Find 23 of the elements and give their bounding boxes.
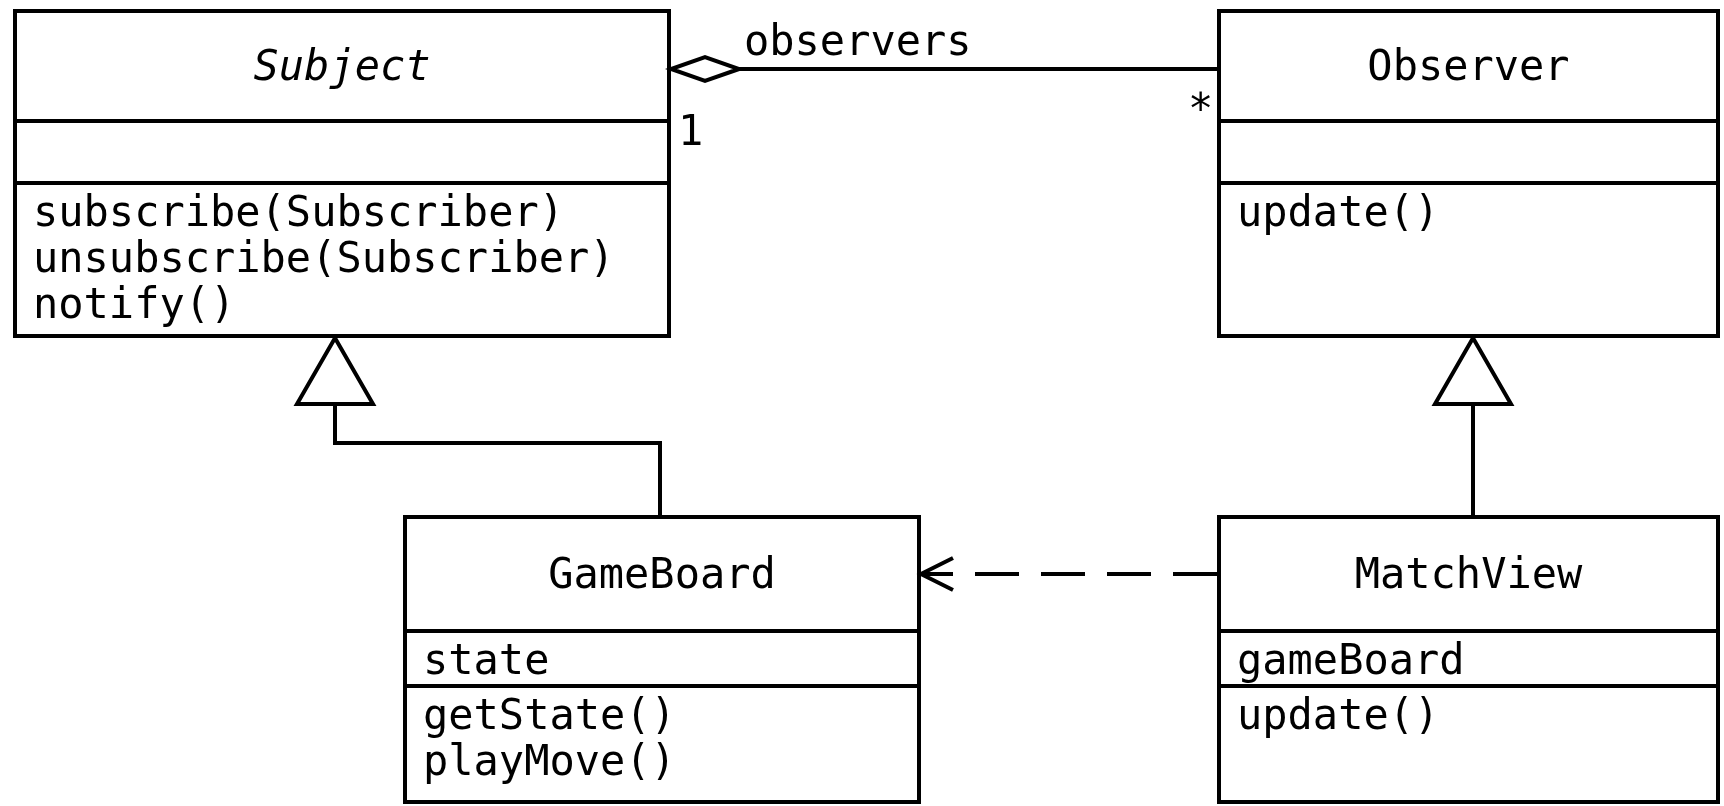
method-text: unsubscribe(Subscriber) bbox=[33, 235, 615, 281]
attribute-text: gameBoard bbox=[1237, 637, 1465, 683]
method-text: notify() bbox=[33, 281, 236, 327]
method-text: update() bbox=[1237, 692, 1440, 738]
multiplicity-label: 1 bbox=[677, 108, 705, 154]
method-text: subscribe(Subscriber) bbox=[33, 189, 564, 235]
dependency-arrow bbox=[919, 556, 1217, 592]
class-box bbox=[1217, 9, 1720, 338]
class-box bbox=[403, 515, 921, 804]
class-name: GameBoard bbox=[548, 550, 776, 598]
class-box bbox=[13, 9, 671, 338]
inheritance-arrow bbox=[1433, 336, 1513, 515]
class-name: MatchView bbox=[1354, 550, 1583, 598]
method-text: update() bbox=[1237, 189, 1440, 235]
method-text: playMove() bbox=[423, 738, 676, 784]
class-box bbox=[1217, 515, 1720, 804]
inheritance-arrow bbox=[295, 336, 662, 515]
attribute-text: state bbox=[423, 637, 550, 683]
multiplicity-label: * bbox=[1187, 86, 1215, 132]
class-name: Observer bbox=[1367, 42, 1570, 90]
class-name: Subject bbox=[253, 42, 431, 90]
method-text: getState() bbox=[423, 692, 676, 738]
attribute-compartment bbox=[1221, 629, 1716, 684]
